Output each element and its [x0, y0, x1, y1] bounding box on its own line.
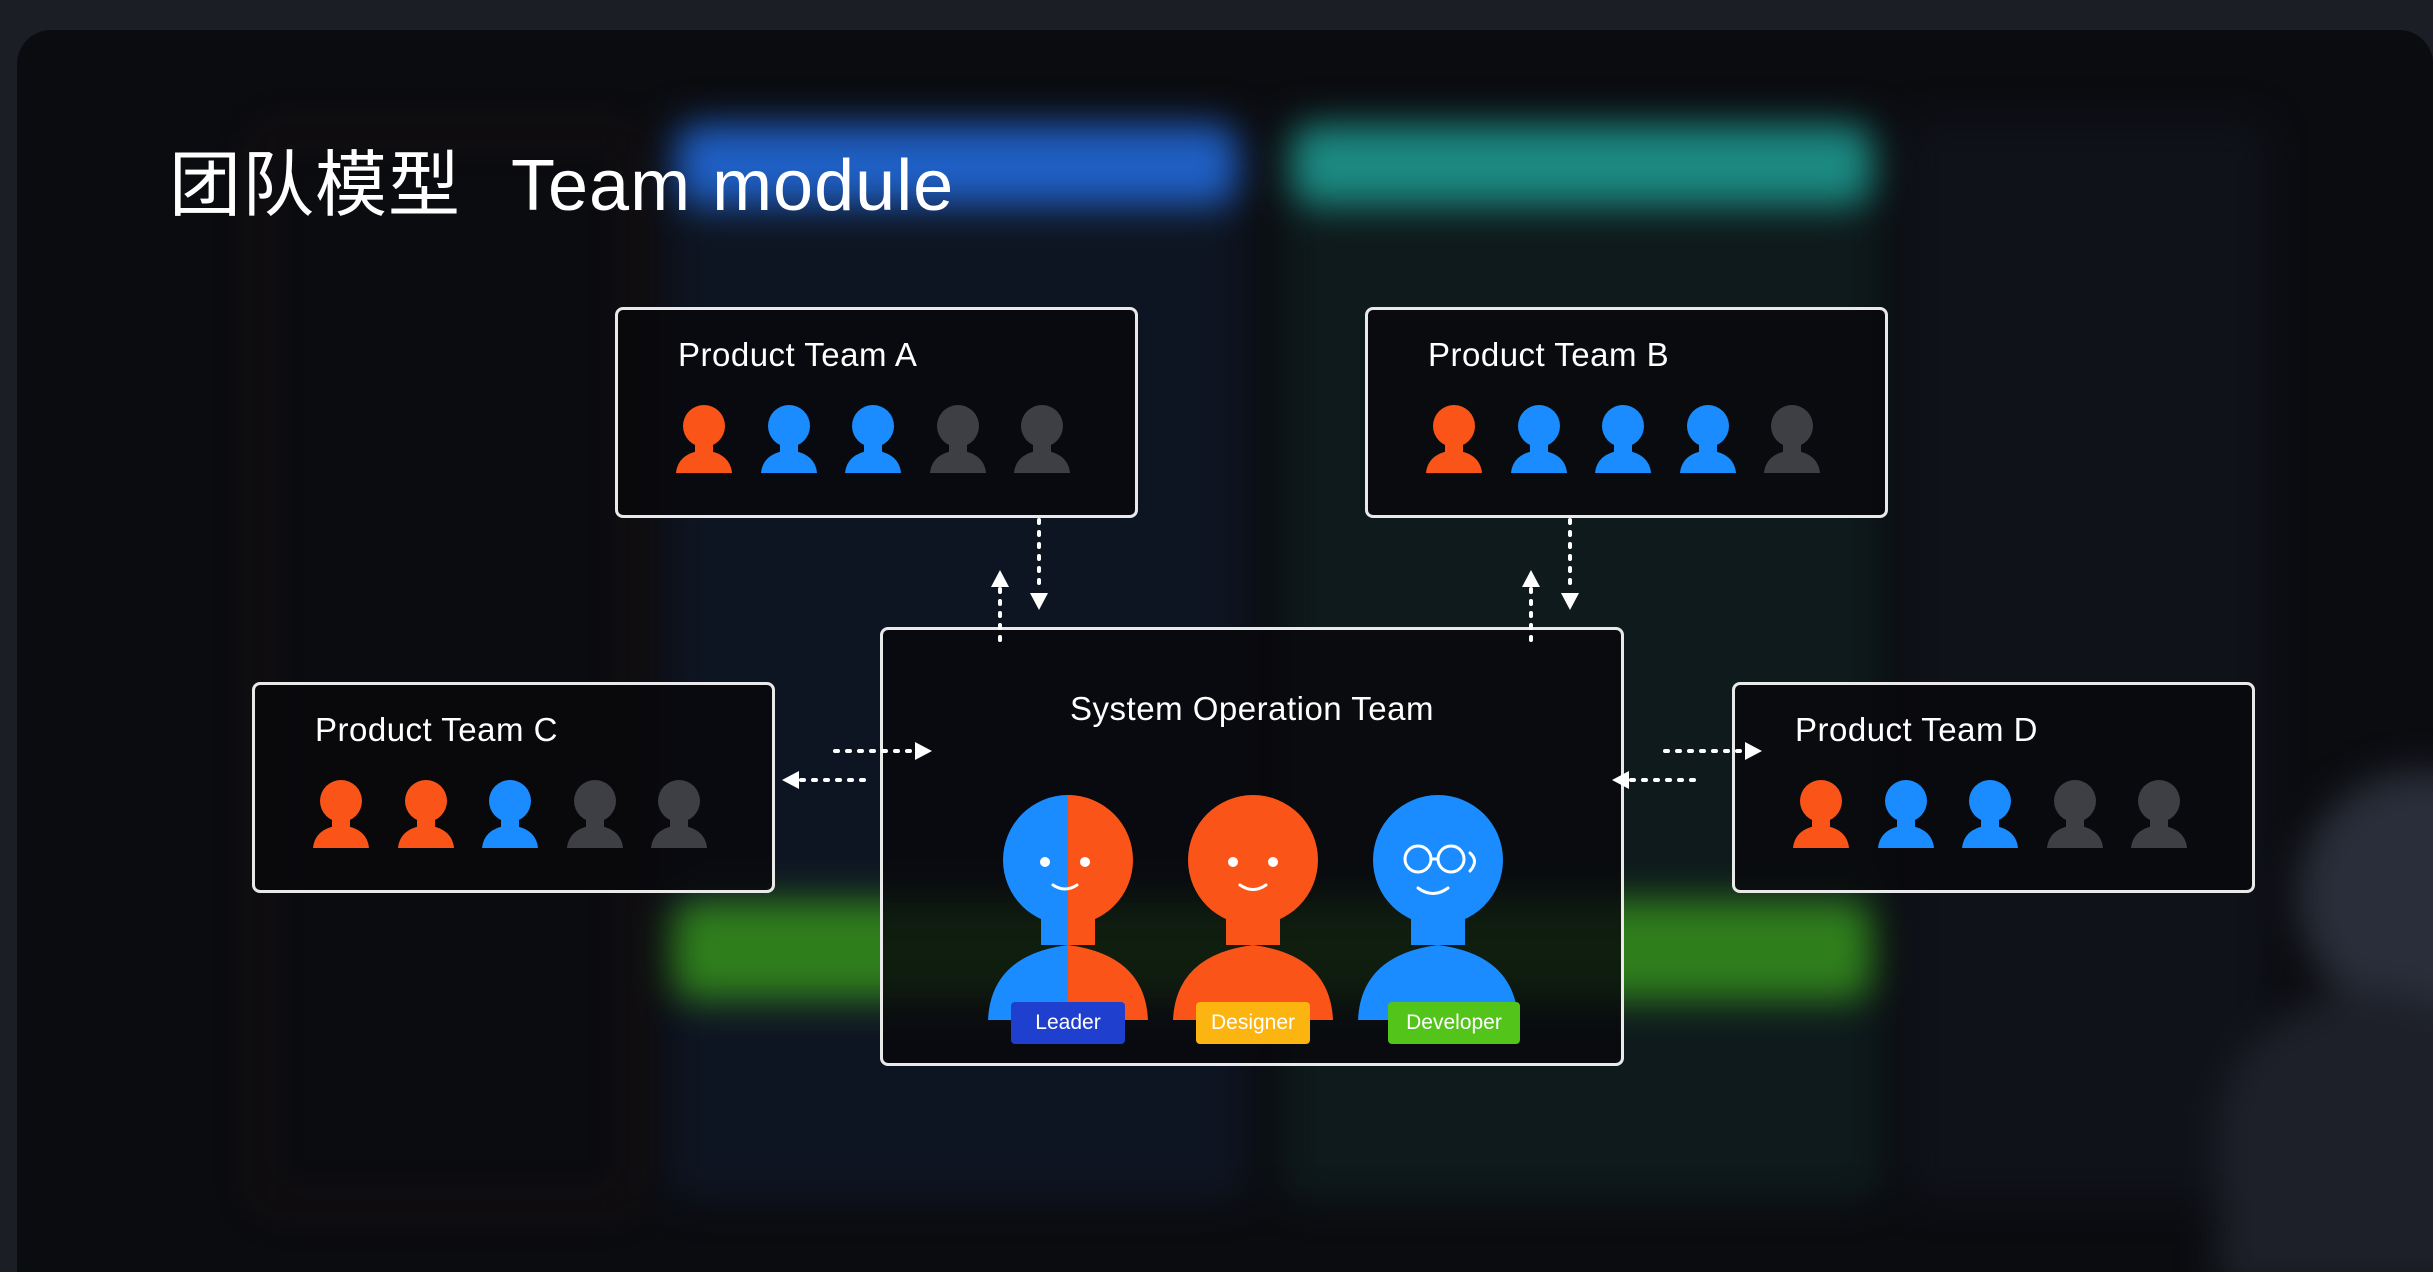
- team-member-orange-icon: [313, 780, 369, 848]
- team-member-gray-icon: [1014, 405, 1070, 473]
- title-chinese: 团队模型: [169, 143, 462, 227]
- product-team-c-name: Product Team C: [315, 711, 558, 748]
- arrow-down-icon: [1561, 593, 1579, 610]
- team-member-gray-icon: [2131, 780, 2187, 848]
- team-member-orange-icon: [397, 780, 454, 848]
- team-member-orange-icon: [676, 405, 732, 473]
- team-member-gray-icon: [566, 780, 623, 848]
- system-operation-team-name: System Operation Team: [1070, 690, 1434, 727]
- arrow-up-icon: [991, 570, 1009, 587]
- designer-badge: Designer: [1196, 1002, 1310, 1044]
- product-team-d-card: Product Team D: [1732, 682, 2255, 893]
- team-member-orange-icon: [1426, 405, 1482, 473]
- leader-avatar: [988, 795, 1148, 1020]
- team-member-orange-icon: [1793, 780, 1849, 848]
- team-member-blue-icon: [1510, 405, 1567, 473]
- team-member-blue-icon: [1962, 780, 2018, 848]
- team-member-blue-icon: [482, 780, 538, 848]
- page-title: 团队模型 Team module: [169, 126, 954, 231]
- blurred-background: [17, 30, 2433, 1272]
- bg-column-left: [257, 130, 635, 1208]
- team-member-gray-icon: [1764, 405, 1820, 473]
- arrow-down-icon: [1030, 593, 1048, 610]
- product-team-b-name: Product Team B: [1428, 336, 1670, 373]
- bg-header-teal: [1292, 125, 1872, 205]
- team-member-blue-icon: [760, 405, 817, 473]
- arrow-left-icon: [1612, 771, 1629, 789]
- arrow-right-icon: [1745, 742, 1762, 760]
- team-member-blue-icon: [1877, 780, 1934, 848]
- developer-avatar: [1358, 795, 1518, 1020]
- product-team-b-card: Product Team B: [1365, 307, 1888, 518]
- leader-badge: Leader: [1011, 1002, 1125, 1044]
- team-member-blue-icon: [845, 405, 901, 473]
- leader-avatar-blue-half: [988, 795, 1068, 1020]
- system-operation-team-card: System Operation Team: [880, 627, 1624, 1066]
- product-team-a-name: Product Team A: [678, 336, 918, 373]
- product-team-d-name: Product Team D: [1795, 711, 2038, 748]
- arrow-up-icon: [1522, 570, 1540, 587]
- product-team-c-card: Product Team C: [252, 682, 775, 893]
- team-member-blue-icon: [1595, 405, 1651, 473]
- connector-arrows: [782, 518, 1762, 789]
- bg-header-blue: [677, 125, 1237, 205]
- arrow-right-icon: [915, 742, 932, 760]
- product-team-a-card: Product Team A: [615, 307, 1138, 518]
- title-english: Team module: [511, 146, 955, 226]
- team-member-gray-icon: [2046, 780, 2103, 848]
- designer-avatar: [1173, 795, 1333, 1020]
- team-member-blue-icon: [1679, 405, 1736, 473]
- leader-avatar-orange-half: [1068, 795, 1148, 1020]
- developer-badge: Developer: [1388, 1002, 1520, 1044]
- team-member-gray-icon: [651, 780, 707, 848]
- arrow-left-icon: [782, 771, 799, 789]
- slide-screen: 团队模型 Team module Product Team A Product T…: [17, 30, 2433, 1272]
- bg-column-right: [1907, 120, 2267, 1200]
- team-member-gray-icon: [929, 405, 986, 473]
